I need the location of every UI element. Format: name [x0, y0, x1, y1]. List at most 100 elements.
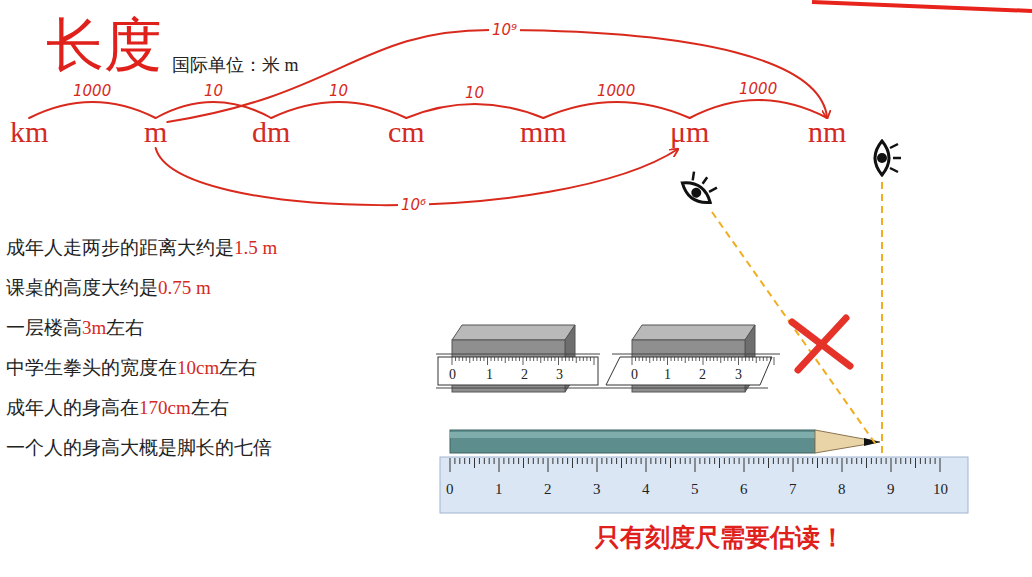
ruler-tick: [905, 458, 906, 464]
ruler-tick: [891, 458, 892, 472]
scale-tick: [763, 357, 764, 361]
scale-tick: [537, 357, 538, 361]
ruler-tick: [621, 458, 622, 468]
ruler-tick: [763, 458, 764, 464]
ruler-tick: [508, 458, 509, 464]
ruler-tick: [469, 458, 470, 464]
ruler-tick: [778, 458, 779, 464]
scale-tick: [508, 357, 509, 361]
scale-tick: [774, 357, 775, 365]
ruler-tick: [562, 458, 563, 464]
ruler-tick: [753, 458, 754, 464]
scale-tick: [554, 357, 555, 361]
scale-tick: [530, 357, 531, 361]
unit-text: mm: [520, 115, 567, 148]
scale-tick: [505, 357, 506, 363]
ruler-tick: [699, 458, 700, 464]
ruler-ticks: [450, 458, 940, 472]
ruler-tick: [650, 458, 651, 464]
ruler-number: 4: [642, 481, 650, 498]
ruler-tick: [714, 458, 715, 464]
ruler-tick: [499, 458, 500, 472]
ruler-number: 6: [740, 481, 748, 498]
ruler-number: 0: [446, 481, 454, 498]
scale-tick: [572, 357, 573, 361]
conversion-factor: 1000: [73, 83, 111, 100]
scale-tick: [455, 357, 456, 361]
ruler-tick: [538, 458, 539, 464]
scale-tick: [632, 357, 633, 365]
ruler-tick: [724, 458, 725, 464]
unit-text: dm: [252, 115, 290, 148]
ruler-tick: [704, 458, 705, 464]
fact-text: 10cm: [177, 358, 219, 379]
ruler-tick: [797, 458, 798, 464]
scale-ticks: [452, 357, 594, 365]
ruler-tick: [846, 458, 847, 464]
ruler-tick: [940, 458, 941, 472]
ruler-tick: [606, 458, 607, 464]
ruler-tick: [523, 458, 524, 468]
scale-tick: [483, 357, 484, 361]
ruler-tick: [655, 458, 656, 464]
ruler-number: 7: [789, 481, 797, 498]
ruler-tick: [925, 458, 926, 464]
fact-text: 左右: [219, 358, 257, 379]
cross-stroke: [798, 318, 846, 370]
scale-tick: [681, 357, 682, 361]
fact-text: 左右: [191, 398, 229, 419]
scale-tick: [519, 357, 520, 361]
scale-tick: [491, 357, 492, 361]
ruler-tick: [807, 458, 808, 464]
scale-number: 3: [735, 367, 742, 382]
scale-tick: [551, 357, 552, 361]
block-right: [600, 325, 780, 392]
scale-tick: [473, 357, 474, 361]
scale-tick: [695, 357, 696, 361]
ruler-tick: [513, 458, 514, 464]
scale-tick: [649, 357, 650, 363]
pencil-wood: [815, 430, 880, 453]
scale-tick: [544, 357, 545, 361]
scale-tick: [688, 357, 689, 361]
unit-text: cm: [388, 115, 425, 148]
ruler-tick: [646, 458, 647, 472]
ruler-tick: [641, 458, 642, 464]
scale-tick: [667, 357, 668, 365]
ruler-tick: [518, 458, 519, 464]
conversion-factor: 10: [204, 83, 223, 100]
scale-strip: [438, 357, 598, 385]
eye-pupil: [877, 153, 887, 163]
conversion-arc: [167, 30, 827, 122]
scale-tick: [583, 357, 584, 361]
scale-edge: [612, 354, 780, 355]
scale-edge: [600, 388, 768, 389]
ruler-number: 8: [838, 481, 846, 498]
scale-tick: [494, 357, 495, 361]
scale-tick: [498, 357, 499, 361]
ruler-tick: [842, 458, 843, 472]
ruler-tick: [484, 458, 485, 464]
scale-tick: [727, 357, 728, 361]
unit-label: km: [8, 117, 50, 147]
unit-label: μm: [668, 117, 711, 147]
ruler-number: 9: [887, 481, 895, 498]
scale-tick: [770, 357, 771, 361]
pencil-body: [450, 430, 815, 453]
ruler-tick: [601, 458, 602, 464]
scale-tick: [579, 357, 580, 361]
ruler-tick: [773, 458, 774, 464]
unit-text: m: [144, 115, 167, 148]
scale-tick: [749, 357, 750, 361]
scale-tick: [526, 357, 527, 361]
fact-text: 成年人的身高在: [6, 398, 139, 419]
scale-tick: [692, 357, 693, 361]
scale-tick: [523, 357, 524, 365]
scale-tick: [699, 357, 700, 361]
ruler-tick: [832, 458, 833, 464]
fact-text: 1.5 m: [234, 238, 277, 259]
fact-text: 成年人走两步的距离大约是: [6, 238, 234, 259]
ruler-tick: [474, 458, 475, 468]
scale-tick: [512, 357, 513, 361]
